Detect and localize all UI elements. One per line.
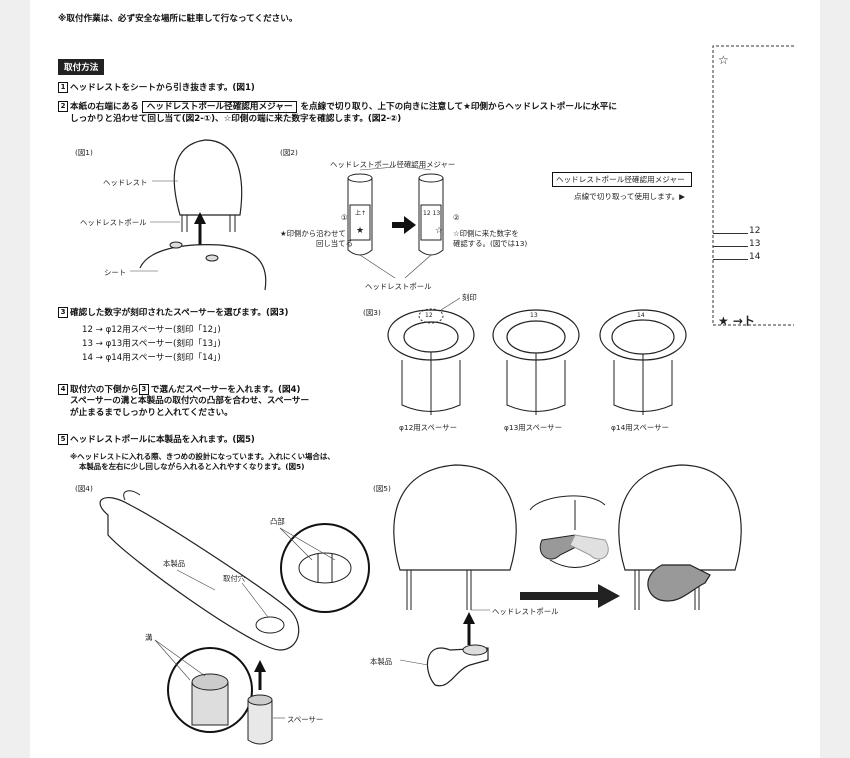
star-filled-icon: ★: [356, 226, 365, 236]
step-number: 1: [58, 82, 68, 93]
fig1-title: (図1): [75, 148, 93, 157]
section-header: 取付方法: [58, 59, 105, 75]
label-headrest: ヘッドレスト: [103, 178, 148, 187]
strip-cut-note: 点線で切り取って使用します。▶: [574, 192, 686, 201]
spacer-mark-13: 13: [530, 312, 538, 319]
tape-top-mark: 上↑: [355, 210, 367, 217]
spacer-rule-13: 13 → φ13用スペーサー(刻印「13」): [82, 339, 221, 349]
step-number: 3: [58, 307, 68, 318]
fig5-title: (図5): [373, 484, 391, 493]
step-text: 確認した数字が刻印されたスペーサーを選びます。(図3): [70, 308, 289, 318]
fig2-caption-1b: 回し当てる: [316, 239, 353, 248]
step-number: 2: [58, 101, 68, 112]
label-mount-hole: 取付穴: [223, 574, 246, 583]
spacer-label-13: φ13用スペーサー: [504, 423, 562, 432]
step-ref-box: 3: [138, 384, 149, 395]
fig5-drawing: [393, 464, 742, 687]
step-4-cont-2: が止まるまでしっかりと入れてください。: [70, 408, 233, 418]
label-pole: ヘッドレストポール: [365, 282, 432, 291]
step-number: 5: [58, 434, 68, 445]
step-text: 取付穴の下側から: [70, 385, 139, 395]
spacer-mark-14: 14: [637, 312, 645, 319]
label-fig5-product: 本製品: [370, 657, 393, 666]
tick-line: [713, 246, 748, 247]
tick-line: [713, 233, 748, 234]
label-headrest-pole: ヘッドレストポール: [80, 218, 147, 227]
fig3-title: (図3): [363, 308, 381, 317]
measure-tag: ヘッドレストポール径確認用メジャー: [141, 101, 298, 113]
step-5-note-1: ※ヘッドレストに入れる際、きつめの設計になっています。入れにくい場合は、: [70, 452, 335, 461]
tick-13: 13: [749, 239, 761, 249]
fig4-title: (図4): [75, 484, 93, 493]
step-text: ヘッドレストポールに本製品を入れます。(図5): [70, 435, 255, 445]
safety-notice: ※取付作業は、必ず安全な場所に駐車して行なってください。: [58, 14, 298, 24]
fig2-caption-2b: 確認する。(図では13): [453, 239, 528, 248]
fig2-title: (図2): [280, 148, 298, 157]
circle-2: ②: [453, 213, 460, 222]
spacer-rule-12: 12 → φ12用スペーサー(刻印「12」): [82, 325, 221, 335]
spacer-rule-14: 14 → φ14用スペーサー(刻印「14」): [82, 353, 221, 363]
label-fig5-pole: ヘッドレストポール: [492, 607, 559, 616]
step-4-cont-1: スペーサーの溝と本製品の取付穴の凸部を合わせ、スペーサー: [70, 396, 310, 406]
fig1-drawing: [130, 139, 267, 291]
star-outline-icon: ☆: [435, 226, 444, 236]
step-2-cont: しっかりと沿わせて回し当て(図2-①)、☆印側の端に来た数字を確認します。(図2…: [70, 114, 402, 124]
spacer-label-12: φ12用スペーサー: [399, 423, 457, 432]
cut-line: [712, 45, 794, 326]
tick-12: 12: [749, 226, 761, 236]
fig2-caption-1a: ★印側から沿わせて: [280, 229, 346, 238]
label-engraving: 刻印: [462, 293, 477, 302]
label-product: 本製品: [163, 559, 186, 568]
step-text: ヘッドレストをシートから引き抜きます。(図1): [70, 83, 255, 93]
label-measure: ヘッドレストポール径確認用メジャー: [330, 160, 456, 169]
spacer-label-14: φ14用スペーサー: [611, 423, 669, 432]
step-text: で選んだスペーサーを入れます。(図4): [150, 385, 301, 395]
strip-measure-label: ヘッドレストポール径確認用メジャー: [552, 172, 692, 187]
fig3-drawing: [387, 297, 687, 415]
strip-star-outline: ☆: [718, 53, 729, 67]
label-seat: シート: [104, 268, 127, 277]
fig4-drawing: [99, 490, 370, 745]
label-protrusion: 凸部: [270, 517, 285, 526]
step-text: 本紙の右端にある: [70, 102, 139, 112]
tick-14: 14: [749, 252, 761, 262]
strip-star-bottom: ★ →ト: [718, 314, 755, 328]
fig2-caption-2a: ☆印側に来た数字を: [453, 229, 519, 238]
step-text: を点線で切り取り、上下の向きに注意して★印側からヘッドレストポールに水平に: [300, 102, 617, 112]
spacer-mark-12: 12: [425, 312, 433, 319]
tape-numbers: 12 13: [423, 210, 441, 217]
circle-1: ①: [341, 213, 348, 222]
label-spacer: スペーサー: [287, 715, 324, 724]
step-number: 4: [58, 384, 68, 395]
label-groove: 溝: [145, 633, 153, 642]
step-5-note-2: 本製品を左右に少し回しながら入れると入れやすくなります。(図5): [79, 462, 305, 471]
fig2-drawing: [347, 166, 444, 279]
tick-line: [713, 259, 748, 260]
